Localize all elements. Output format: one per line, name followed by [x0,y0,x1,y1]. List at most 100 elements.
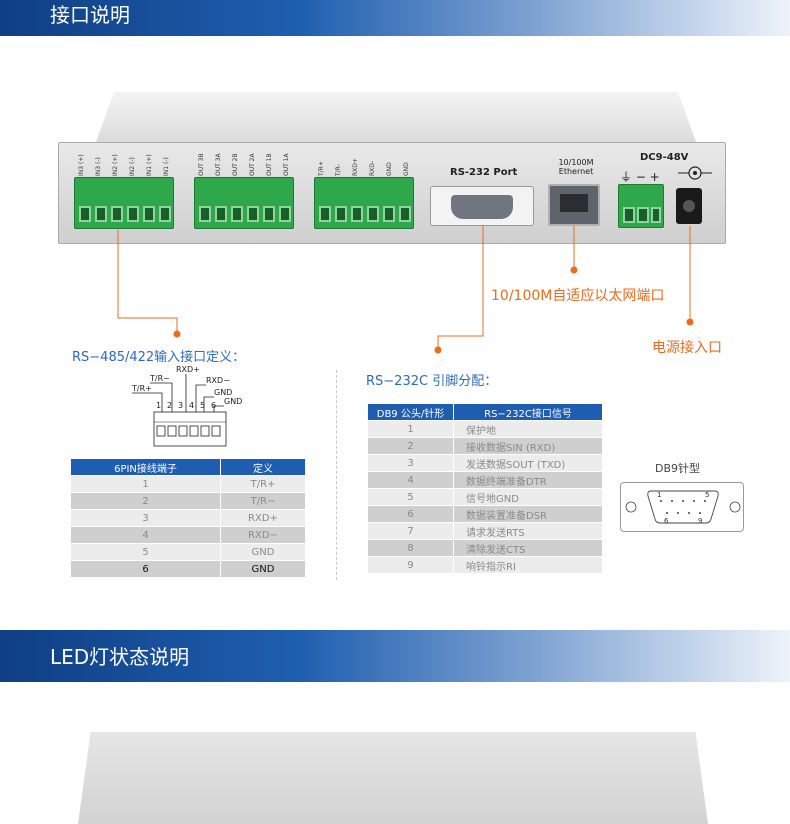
signal-cell: T/R− [220,492,306,510]
diagram-terminal-slot [211,425,221,437]
signal-cell: GND [220,543,306,561]
pin-number-cell: 4 [70,526,221,544]
diagram-rxd-plus: RXD+ [176,365,200,374]
dc-voltage-label: DC9-48V [640,152,689,163]
ethernet-label-speed: 10/100M [558,158,594,167]
diagram-pin-number: 5 [200,401,205,410]
signal-cell: 清除发送CTS [453,539,603,557]
ethernet-label-name: Ethernet [558,167,594,176]
diagram-terminal-slot [200,425,210,437]
signal-cell: 数据终端准备DTR [453,471,603,489]
terminal-pin [231,206,243,222]
signal-cell: 保护地 [453,420,603,438]
pin-number-cell: 4 [367,471,454,489]
pin-number-cell: 2 [367,437,454,455]
terminal-block-output [194,177,294,229]
section-title-led: LED灯状态说明 [50,645,190,669]
device-top-view [78,732,708,824]
power-jack [676,188,702,224]
terminal-pin [335,206,347,222]
signal-cell: 信号地GND [453,488,603,506]
pin-number-cell: 6 [70,560,221,578]
diagram-pin-number: 1 [156,401,161,410]
signal-cell: 接收数据SIN (RXD) [453,437,603,455]
terminal-pin [127,206,139,222]
terminal-pin [247,206,259,222]
db9-connector [451,195,513,219]
diagram-rxd-minus: RXD− [206,376,230,385]
terminal-pin [215,206,227,222]
terminal-block-input [74,177,174,229]
pin-number-cell: 2 [70,492,221,510]
power-terminal-block [618,184,664,228]
rs485-header-definition: 定义 [220,458,306,476]
dc-symbols: ⏚ − + [620,170,660,184]
section-banner-interfaces: 接口说明 [0,0,790,36]
signal-cell: GND [220,560,306,578]
terminal-pin [111,206,123,222]
diagram-terminal-slot [167,425,177,437]
terminal-pin [95,206,107,222]
pin-number-cell: 7 [367,522,454,540]
terminal-pin [263,206,275,222]
pin-number-cell: 3 [70,509,221,527]
signal-cell: 响铃指示RI [453,556,603,574]
section-title: 接口说明 [50,3,130,27]
pin-number-cell: 5 [367,488,454,506]
diagram-gnd-a: GND [214,388,232,397]
terminal-pin [319,206,331,222]
dc-polarity-icon [678,166,712,180]
rs232-port-label: RS-232 Port [450,167,518,178]
ethernet-port [548,184,600,226]
diagram-pin-number: 6 [211,401,216,410]
terminal-pin [367,206,379,222]
section-banner-led: LED灯状态说明 [0,630,790,682]
diagram-pin-number: 4 [189,401,194,410]
rs232-header-signal: RS−232C接口信号 [453,403,603,421]
signal-cell: 请求发送RTS [453,522,603,540]
diagram-pin-number: 3 [178,401,183,410]
signal-cell: RXD+ [220,509,306,527]
diagram-tr-plus: T/R+ [131,384,152,393]
ethernet-label: 10/100M Ethernet [552,158,600,176]
pin-number-cell: 8 [367,539,454,557]
diagram-terminal-slot [156,425,166,437]
terminal-pin [279,206,291,222]
diagram-terminal-slot [178,425,188,437]
rs485-title: RS−485/422输入接口定义： [72,350,246,365]
section-divider [336,370,337,580]
diagram-tr-minus: T/R− [149,374,170,383]
db9-pin-label: DB9针型 [655,462,701,475]
ethernet-callout: 10/100M自适应以太网端口 [491,288,665,304]
terminal-pin [79,206,91,222]
rs232-title: RS−232C 引脚分配： [366,374,498,389]
terminal-pin [159,206,171,222]
terminal-pin [351,206,363,222]
db9-pin1-label: 1 [657,491,661,499]
rs232-port [430,186,534,226]
rs232-header-pin: DB9 公头/针形 [367,403,454,421]
pin-number-cell: 1 [367,420,454,438]
pin-number-cell: 6 [367,505,454,523]
pin-number-cell: 1 [70,475,221,493]
rs485-header-terminal: 6PIN接线端子 [70,458,221,476]
pin-number-cell: 5 [70,543,221,561]
diagram-gnd-b: GND [224,397,242,406]
db9-pinout-diagram: 1 5 6 9 [620,482,744,532]
db9-pin9-label: 9 [698,517,702,525]
